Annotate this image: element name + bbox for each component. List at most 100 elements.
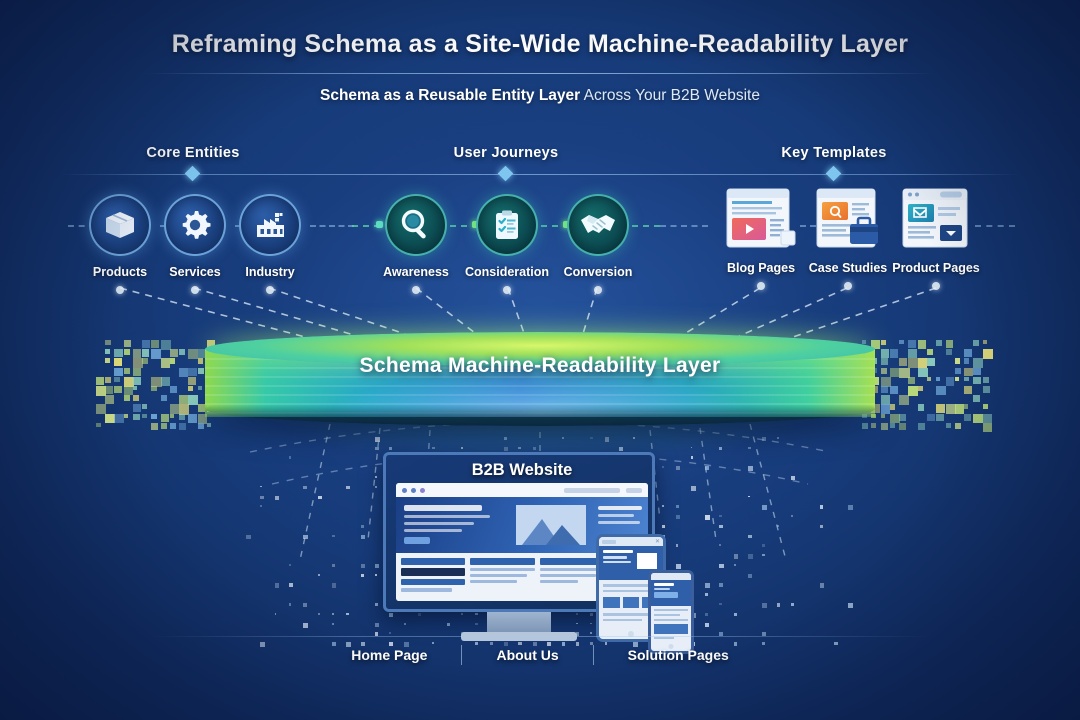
pixel-dot: [791, 476, 795, 480]
pixel-dot: [936, 414, 943, 421]
pixel-dot: [899, 358, 907, 366]
hero-line: [404, 505, 482, 511]
pixel-dot: [161, 358, 171, 368]
pixel-dot: [762, 554, 764, 556]
tablet-line: [603, 561, 631, 564]
pixel-dot: [142, 358, 148, 364]
pixel-dot: [375, 447, 379, 451]
tablet-line: [603, 590, 648, 593]
content-card[interactable]: [401, 558, 465, 596]
pixel-dot: [890, 349, 899, 358]
node-awareness[interactable]: Awareness: [368, 194, 464, 294]
node-circle: [239, 194, 301, 256]
schema-layer[interactable]: Schema Machine-Readability Layer: [205, 332, 875, 432]
browser-titlebar: [396, 483, 648, 497]
pixel-dot: [719, 564, 724, 569]
node-circle: [89, 194, 151, 256]
pixel-dot: [170, 349, 178, 357]
pixel-dot: [303, 603, 307, 607]
pixel-dot: [179, 349, 185, 355]
pixel-dot: [124, 386, 133, 395]
pixel-dot: [170, 414, 174, 418]
pixel-dot: [899, 423, 906, 430]
pixel-dot: [719, 447, 722, 450]
tablet-close-icon[interactable]: ✕: [655, 538, 660, 545]
footer-link-home-page[interactable]: Home Page: [317, 647, 461, 663]
pixel-dot: [188, 377, 196, 385]
pixel-dot: [124, 349, 130, 355]
pixel-dot: [170, 404, 179, 413]
pixel-dot: [881, 358, 888, 365]
pixel-dot: [105, 358, 110, 363]
pixel-dot: [927, 377, 931, 381]
pixel-dot: [170, 386, 177, 393]
pixel-dot: [918, 386, 923, 391]
content-card[interactable]: [540, 558, 604, 596]
node-blog-pages[interactable]: Blog Pages: [713, 186, 809, 290]
footer-link-about-us[interactable]: About Us: [462, 647, 592, 663]
pixel-dot: [161, 423, 168, 430]
phone-device[interactable]: [648, 570, 694, 654]
node-anchor-dot: [412, 286, 420, 294]
pixel-dot: [188, 368, 197, 377]
pixel-dot: [705, 593, 708, 596]
card-line: [540, 580, 579, 583]
node-product-pages[interactable]: Product Pages: [888, 186, 984, 290]
pixel-dot: [973, 358, 983, 368]
tab-pill: [602, 540, 616, 544]
pixel-dot: [179, 404, 189, 414]
handshake-icon: [579, 208, 617, 242]
title-block: Reframing Schema as a Site-Wide Machine-…: [0, 30, 1080, 105]
footer-link-solution-pages[interactable]: Solution Pages: [594, 647, 763, 663]
pixel-dot: [881, 340, 886, 345]
card-line: [401, 579, 465, 585]
pixel-dot: [881, 423, 888, 430]
card-heading: [540, 558, 604, 565]
hero-line: [404, 522, 474, 525]
pixel-dot: [927, 358, 935, 366]
pixel-dot: [133, 414, 140, 421]
phone-cta[interactable]: [654, 592, 678, 598]
pixel-dot: [848, 505, 853, 510]
pixel-dot: [303, 486, 306, 489]
node-conversion[interactable]: Conversion: [550, 194, 646, 294]
diamond-marker-user-journeys: [498, 166, 514, 182]
pixel-dot: [927, 414, 935, 422]
pixel-dot: [946, 404, 956, 414]
pixel-dot: [375, 437, 380, 442]
tablet-card: [603, 597, 620, 608]
pixel-dot: [289, 603, 292, 606]
pixel-dot: [188, 414, 197, 423]
pixel-dot: [289, 456, 292, 459]
hero-line: [598, 521, 640, 524]
pixel-dot: [133, 395, 139, 401]
pixel-dot: [375, 623, 379, 627]
pixel-field-right: [862, 340, 992, 432]
pixel-dot: [918, 423, 925, 430]
node-industry[interactable]: Industry: [222, 194, 318, 294]
pixel-dot: [260, 486, 262, 488]
hero-line: [404, 529, 462, 532]
pixel-dot: [346, 486, 350, 490]
node-case-studies[interactable]: Case Studies: [800, 186, 896, 290]
hero-cta[interactable]: [404, 537, 430, 544]
section-label: Key Templates: [769, 145, 899, 161]
pixel-dot: [361, 525, 364, 528]
pixel-dot: [881, 395, 891, 405]
pixel-dot: [96, 377, 104, 385]
hero-line: [598, 506, 642, 510]
content-card[interactable]: [470, 558, 534, 596]
node-anchor-dot: [266, 286, 274, 294]
pixel-dot: [133, 386, 137, 390]
pixel-dot: [151, 340, 159, 348]
section-header-rule: [60, 174, 1020, 175]
pixel-dot: [762, 505, 767, 510]
pixel-dot: [133, 404, 141, 412]
pixel-dot: [964, 414, 971, 421]
pixel-dot: [734, 564, 736, 566]
node-anchor-dot: [191, 286, 199, 294]
pixel-dot: [105, 340, 110, 345]
pixel-dot: [762, 437, 766, 441]
pixel-dot: [619, 447, 623, 451]
node-consideration[interactable]: Consideration: [459, 194, 555, 294]
